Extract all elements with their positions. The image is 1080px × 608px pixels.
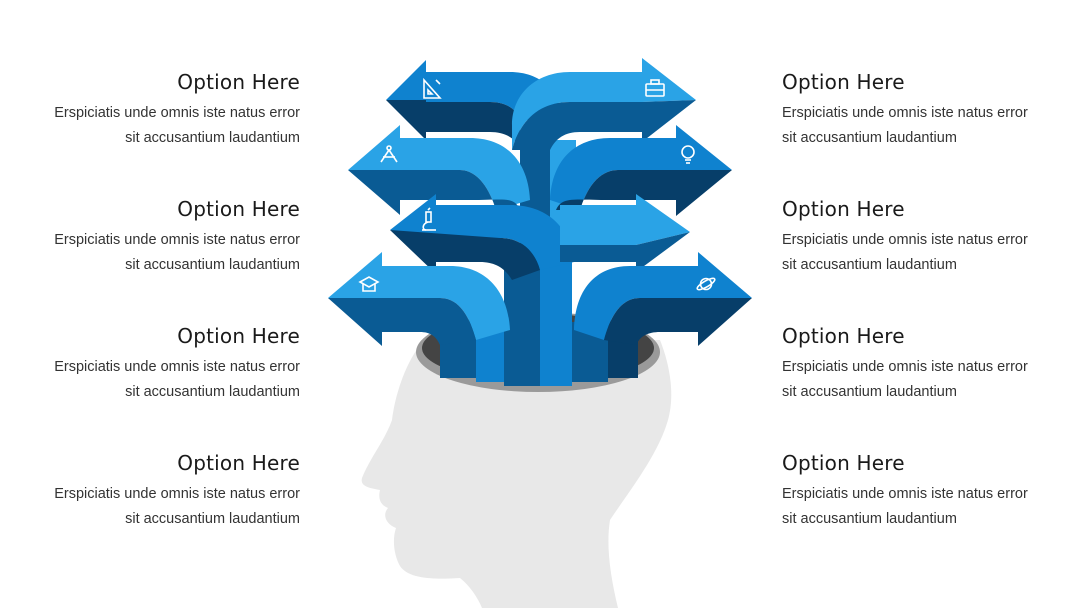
option-title: Option Here — [177, 70, 300, 94]
compass-icon — [380, 145, 398, 163]
briefcase-icon — [645, 79, 665, 97]
planet-icon — [696, 277, 716, 291]
option-title: Option Here — [177, 324, 300, 348]
arrow-trunk — [540, 260, 572, 386]
option-right-4: Option Here Erspiciatis unde omnis iste … — [782, 451, 1080, 532]
option-title: Option Here — [782, 197, 905, 221]
option-left-3: Option Here Erspiciatis unde omnis iste … — [0, 324, 300, 405]
option-description: Erspiciatis unde omnis iste natus error … — [54, 232, 300, 273]
option-description: Erspiciatis unde omnis iste natus error … — [54, 486, 300, 527]
head-silhouette — [361, 340, 672, 608]
ruler-triangle-icon — [423, 77, 442, 99]
arrow-bottom-right — [574, 252, 752, 346]
option-description: Erspiciatis unde omnis iste natus error … — [54, 105, 300, 146]
arrow-third-right — [560, 194, 690, 272]
arrow-trunk — [504, 260, 540, 386]
option-description: Erspiciatis unde omnis iste natus error … — [782, 486, 1028, 527]
option-description: Erspiciatis unde omnis iste natus error … — [782, 232, 1028, 273]
graduation-icon — [358, 276, 380, 292]
option-description: Erspiciatis unde omnis iste natus error … — [54, 359, 300, 400]
option-left-4: Option Here Erspiciatis unde omnis iste … — [0, 451, 300, 532]
lightbulb-icon — [681, 145, 695, 164]
option-title: Option Here — [177, 451, 300, 475]
option-right-2: Option Here Erspiciatis unde omnis iste … — [782, 197, 1080, 278]
option-title: Option Here — [177, 197, 300, 221]
option-right-3: Option Here Erspiciatis unde omnis iste … — [782, 324, 1080, 405]
option-title: Option Here — [782, 451, 905, 475]
option-right-1: Option Here Erspiciatis unde omnis iste … — [782, 70, 1080, 151]
option-left-2: Option Here Erspiciatis unde omnis iste … — [0, 197, 300, 278]
option-title: Option Here — [782, 70, 905, 94]
option-description: Erspiciatis unde omnis iste natus error … — [782, 359, 1028, 400]
arrow-third-left — [390, 194, 574, 280]
microscope-icon — [422, 207, 436, 231]
option-title: Option Here — [782, 324, 905, 348]
arrow-bottom-left — [328, 252, 510, 346]
option-description: Erspiciatis unde omnis iste natus error … — [782, 105, 1028, 146]
arrow-second-left — [348, 125, 530, 215]
option-left-1: Option Here Erspiciatis unde omnis iste … — [0, 70, 300, 151]
arrow-top-right — [512, 58, 696, 150]
